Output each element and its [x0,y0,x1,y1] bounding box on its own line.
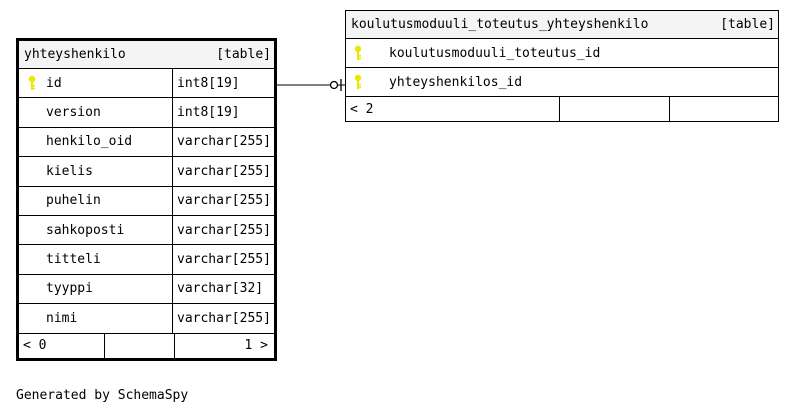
column-type: varchar[255] [177,222,271,238]
column-row[interactable]: tyyppi varchar[32] [19,274,274,305]
parents-count[interactable]: < 0 [19,333,105,358]
footer-spacer [560,97,670,121]
table-name[interactable]: yhteyshenkilo [24,47,126,62]
table-koulutusmoduuli-toteutus-yhteyshenkilo[interactable]: koulutusmoduuli_toteutus_yhteyshenkilo [… [345,10,779,122]
primary-key-icon [354,74,362,89]
column-name: koulutusmoduuli_toteutus_id [389,45,601,61]
column-type: int8[19] [177,75,240,91]
column-type: varchar[32] [177,281,264,297]
column-name: puhelin [46,193,101,209]
column-name: yhteyshenkilos_id [389,74,523,90]
table-header: yhteyshenkilo [table] [19,41,274,69]
column-name: henkilo_oid [46,134,133,150]
column-name: id [46,75,62,91]
column-row[interactable]: puhelin varchar[255] [19,186,274,216]
column-row[interactable]: version int8[19] [19,98,274,128]
column-row[interactable]: id int8[19] [19,69,274,99]
column-type: varchar[255] [177,163,271,179]
children-count [670,97,778,121]
column-type: varchar[255] [177,134,271,150]
table-footer: < 2 [346,97,778,121]
column-type: int8[19] [177,105,240,121]
column-row[interactable]: sahkoposti varchar[255] [19,215,274,246]
generated-by-label: Generated by SchemaSpy [16,388,189,403]
table-kind: [table] [216,47,271,62]
column-type: varchar[255] [177,252,271,268]
column-row[interactable]: titteli varchar[255] [19,245,274,275]
column-row[interactable]: kielis varchar[255] [19,157,274,187]
column-type: varchar[255] [177,310,271,326]
column-name: kielis [46,163,93,179]
zero-marker [329,80,339,90]
footer-spacer [105,333,175,358]
children-count[interactable]: 1 > [244,338,268,354]
column-row[interactable]: yhteyshenkilos_id [346,68,778,97]
table-header: koulutusmoduuli_toteutus_yhteyshenkilo [… [346,11,778,39]
parents-count[interactable]: < 2 [346,97,560,121]
table-footer: < 0 1 > [19,333,274,358]
column-row[interactable]: nimi varchar[255] [19,304,274,334]
column-row[interactable]: koulutusmoduuli_toteutus_id [346,39,778,68]
table-kind: [table] [720,17,775,32]
column-row[interactable]: henkilo_oid varchar[255] [19,127,274,158]
primary-key-icon [28,75,36,90]
column-name: titteli [46,252,101,268]
primary-key-icon [354,45,362,60]
table-yhteyshenkilo[interactable]: yhteyshenkilo [table] id int8[19] versio… [16,38,277,361]
column-name: nimi [46,310,78,326]
table-name[interactable]: koulutusmoduuli_toteutus_yhteyshenkilo [351,17,649,32]
column-name: version [46,105,101,121]
column-type: varchar[255] [177,193,271,209]
column-name: sahkoposti [46,222,125,238]
column-name: tyyppi [46,281,93,297]
